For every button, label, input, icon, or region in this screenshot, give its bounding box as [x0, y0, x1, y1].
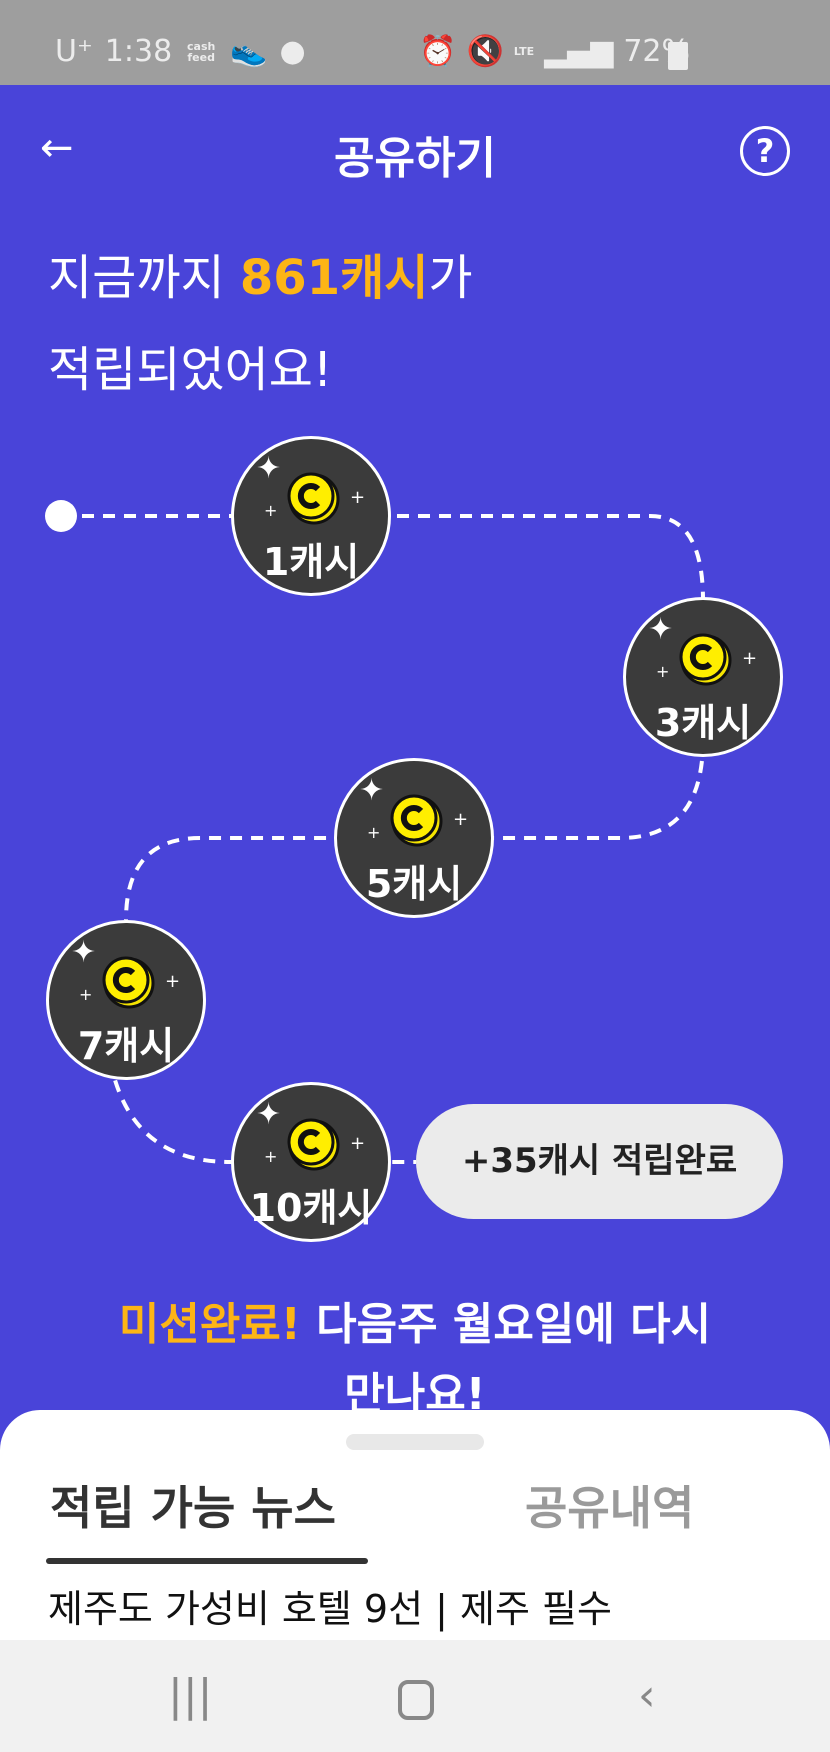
headline-prefix: 지금까지: [48, 250, 240, 306]
news-item-title[interactable]: 제주도 가성비 호텔 9선 | 제주 필수: [48, 1587, 612, 1631]
reward-step-1: ✦ + +3캐시: [623, 597, 783, 757]
sparkle-icon: +: [367, 823, 381, 842]
clock: 1:38: [104, 34, 173, 69]
sparkle-icon: ✦: [359, 773, 385, 808]
coin-icon: [679, 633, 732, 686]
step-reward-label: 3캐시: [654, 701, 752, 745]
question-circle-icon[interactable]: ?: [740, 126, 790, 176]
tab-earnable-news[interactable]: 적립 가능 뉴스: [50, 1481, 336, 1535]
cashfeed-notification-icon: cash feed: [187, 39, 216, 64]
sheet-drag-handle[interactable]: [346, 1434, 484, 1450]
sparkle-icon: +: [453, 809, 469, 830]
earned-amount: 861캐시: [239, 250, 429, 306]
sparkle-icon: ✦: [256, 1097, 282, 1132]
reward-step-2: ✦ + +5캐시: [334, 758, 494, 918]
sparkle-icon: +: [264, 501, 278, 520]
arrow-left-icon[interactable]: ←: [40, 125, 74, 171]
reward-step-3: ✦ + +7캐시: [46, 920, 206, 1080]
signal-icon: ▂▄▆: [544, 34, 614, 69]
coin-icon: [390, 794, 443, 847]
active-tab-indicator: [46, 1558, 368, 1564]
sparkle-icon: +: [350, 1133, 366, 1154]
lte-icon: LTE: [513, 45, 535, 58]
coin-icon: [287, 1118, 340, 1171]
sparkle-icon: +: [79, 985, 93, 1004]
step-reward-label: 5캐시: [365, 862, 463, 906]
sparkle-icon: ✦: [256, 451, 282, 486]
headline-line2: 적립되었어요!: [48, 342, 333, 398]
mission-text: 다음주 월요일에 다시: [300, 1299, 712, 1350]
recent-apps-icon[interactable]: |||: [168, 1670, 213, 1721]
path-start-dot: [45, 500, 77, 532]
person-notification-icon: ●: [279, 34, 306, 69]
reward-step-0: ✦ + +1캐시: [231, 436, 391, 596]
step-reward-label: 7캐시: [77, 1024, 175, 1068]
step-reward-label: 10캐시: [249, 1186, 373, 1230]
mission-message: 미션완료! 다음주 월요일에 다시 만나요!: [0, 1290, 830, 1430]
headline-suffix: 가: [428, 250, 473, 306]
sparkle-icon: +: [264, 1147, 278, 1166]
system-nav-bar: ||| ‹: [0, 1640, 830, 1752]
sparkle-icon: +: [165, 971, 181, 992]
sparkle-icon: +: [656, 662, 670, 681]
coin-icon: [287, 472, 340, 525]
tab-share-history[interactable]: 공유내역: [525, 1481, 695, 1535]
status-bar: U⁺ 1:38 cash feed 👟 ● ⏰ 🔇 LTE ▂▄▆ 72%: [0, 0, 830, 85]
earned-headline: 지금까지 861캐시가 적립되었어요!: [48, 232, 473, 416]
sparkle-icon: +: [350, 487, 366, 508]
home-icon[interactable]: [398, 1680, 434, 1720]
step-reward-label: 1캐시: [262, 540, 360, 584]
carrier-label: U⁺: [55, 34, 93, 69]
alarm-icon: ⏰: [419, 34, 457, 69]
page-title: 공유하기: [334, 133, 496, 184]
sparkle-icon: ✦: [71, 935, 97, 970]
sparkle-icon: +: [742, 648, 758, 669]
shoe-notification-icon: 👟: [230, 34, 268, 69]
header: ← 공유하기 ?: [0, 100, 830, 200]
battery-icon: [668, 42, 688, 70]
completion-badge: +35캐시 적립완료: [416, 1104, 783, 1219]
coin-icon: [102, 956, 155, 1009]
mission-highlight: 미션완료!: [118, 1299, 301, 1350]
sparkle-icon: ✦: [648, 612, 674, 647]
progress-path: [61, 514, 705, 1164]
back-nav-icon[interactable]: ‹: [638, 1670, 656, 1721]
reward-step-4: ✦ + +10캐시: [231, 1082, 391, 1242]
bottom-sheet: 적립 가능 뉴스 공유내역 제주도 가성비 호텔 9선 | 제주 필수: [0, 1410, 830, 1640]
vibrate-mute-icon: 🔇: [466, 34, 504, 69]
